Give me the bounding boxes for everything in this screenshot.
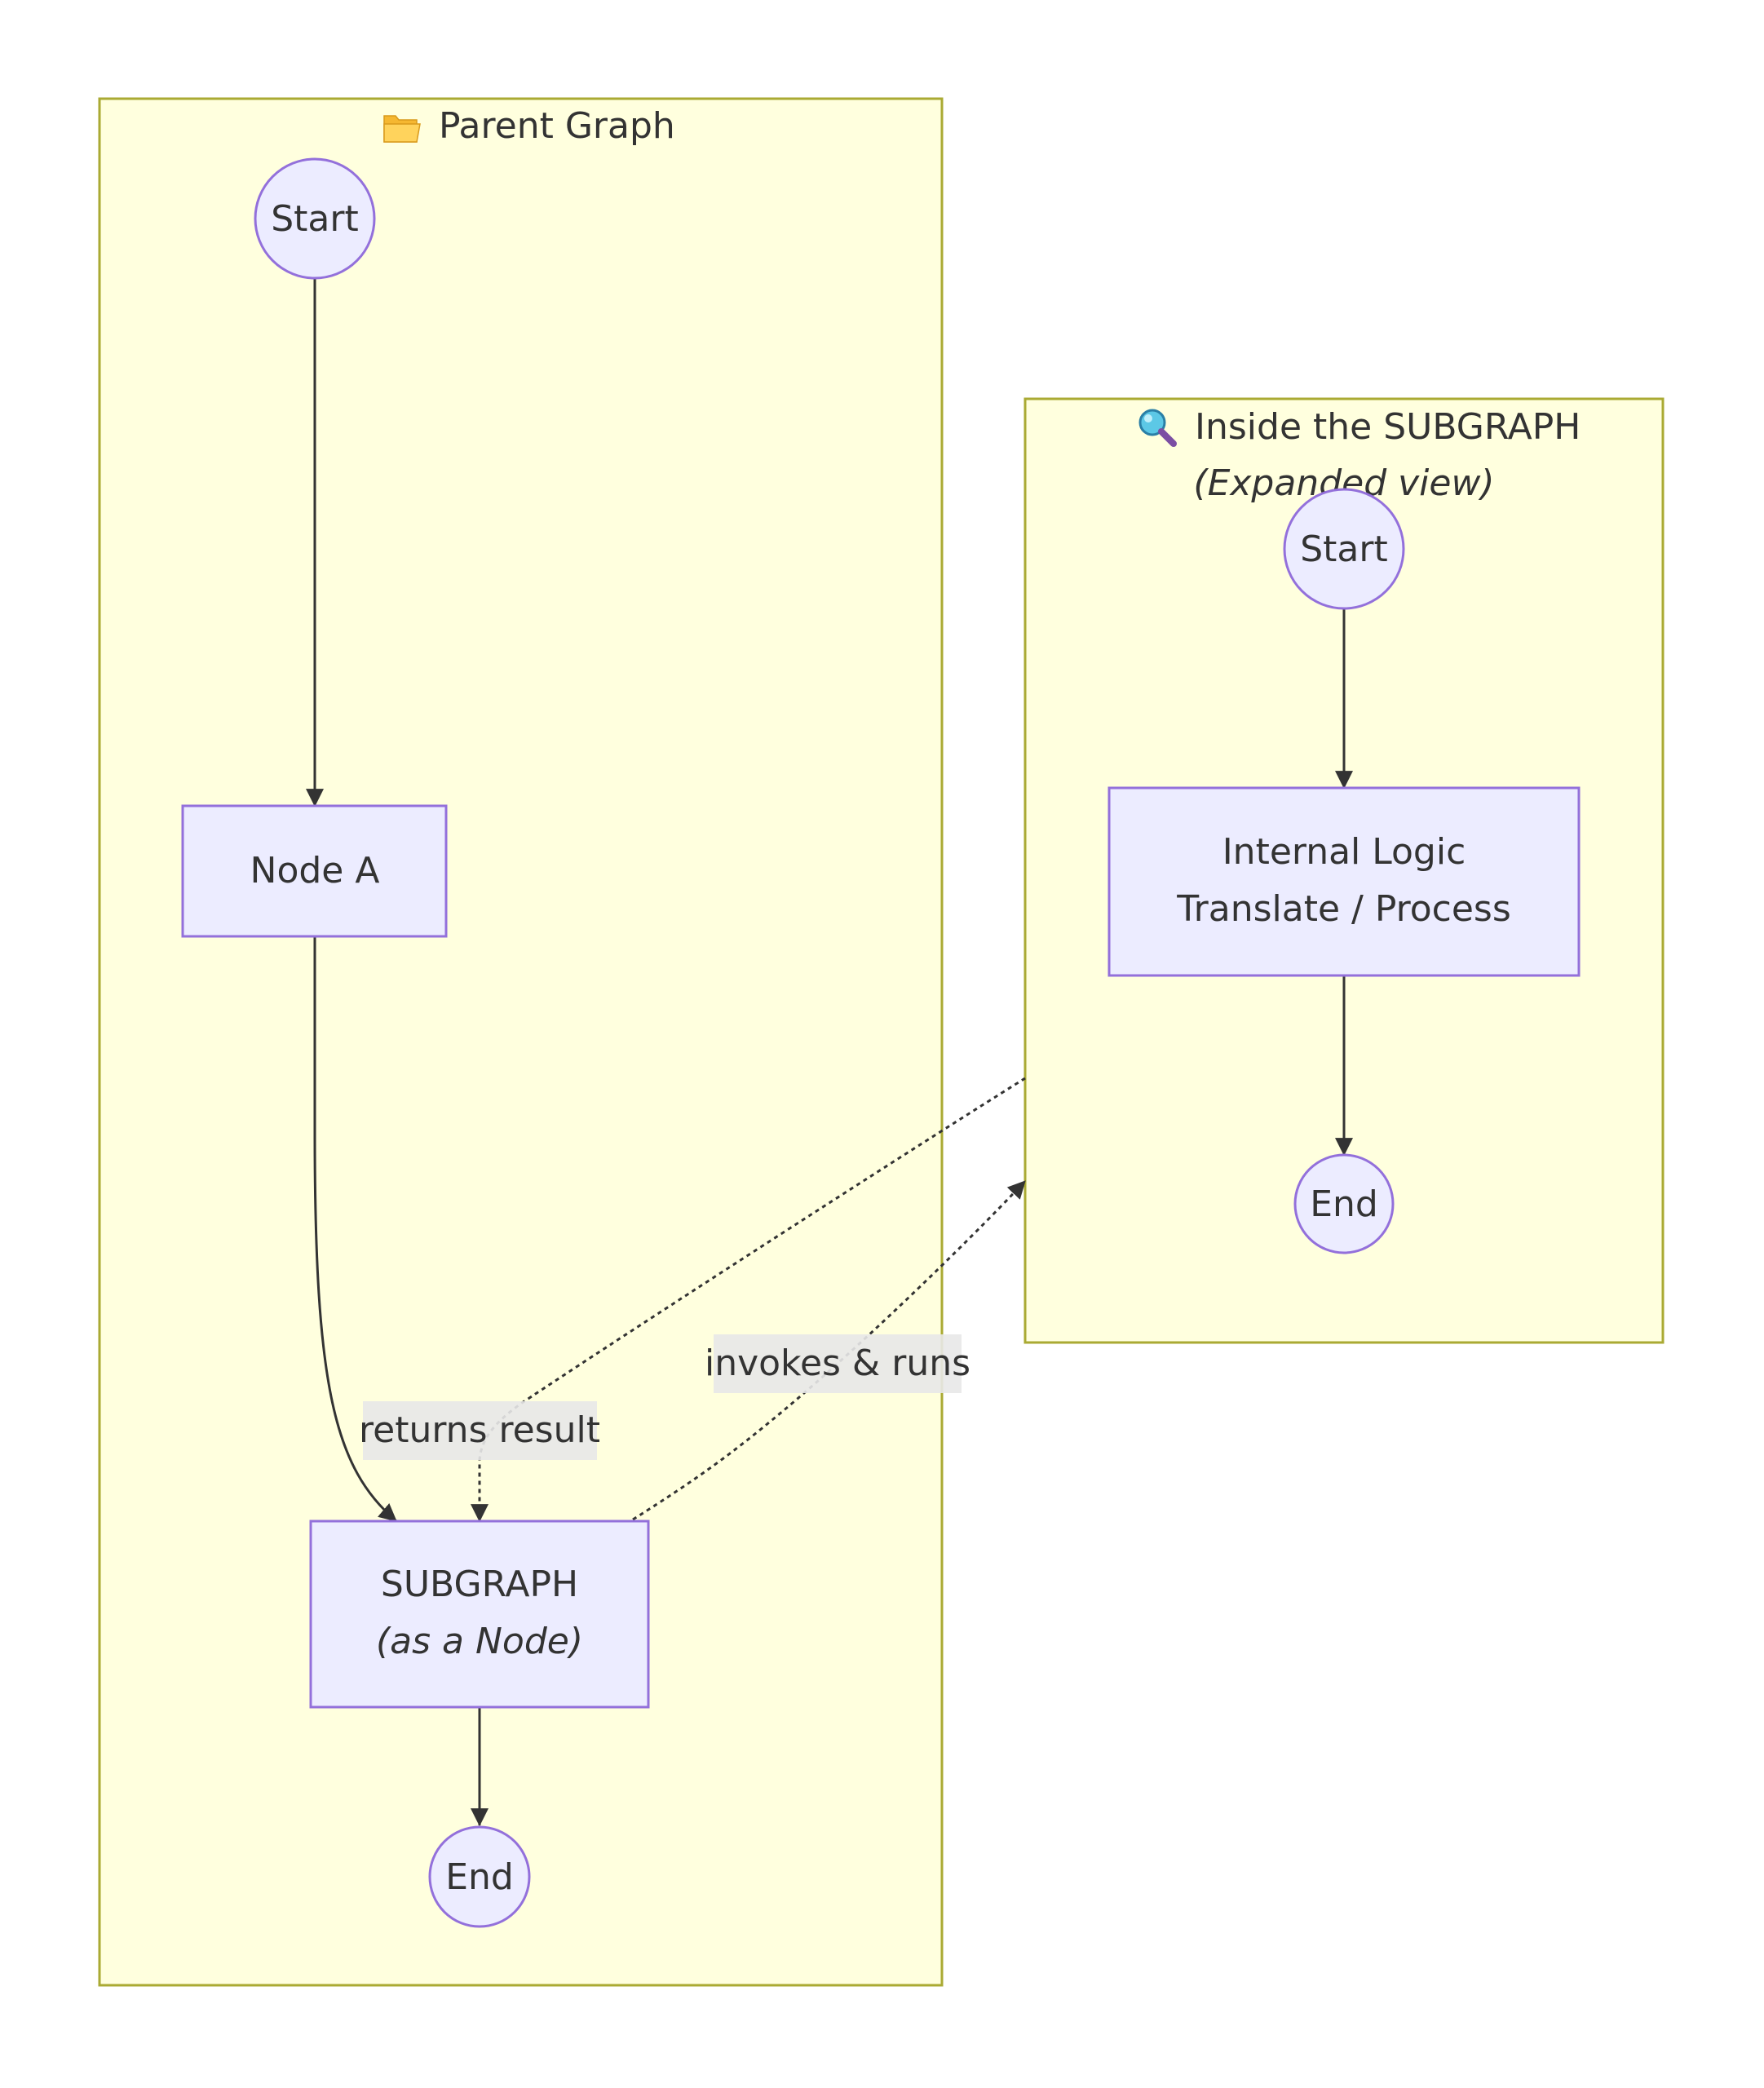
node-internal-logic[interactable]: Internal Logic Translate / Process	[1107, 786, 1581, 977]
node-inner-start[interactable]: Start	[1283, 488, 1405, 610]
node-inner-start-label: Start	[1300, 529, 1388, 570]
node-parent-end[interactable]: End	[428, 1825, 531, 1928]
inside-subgraph-title: Inside the SUBGRAPH	[1195, 406, 1581, 448]
edge-node-a-to-subgraph	[313, 936, 397, 1523]
edge-label-invokes-and-runs-text: invokes & runs	[705, 1343, 970, 1384]
edge-invokes-and-runs	[632, 1179, 1027, 1521]
node-inner-end[interactable]: End	[1293, 1153, 1395, 1254]
node-parent-end-label: End	[445, 1856, 514, 1898]
node-internal-logic-label-line1: Internal Logic	[1222, 831, 1466, 873]
node-internal-logic-label-line2: Translate / Process	[1176, 888, 1511, 930]
edge-label-invokes-and-runs: invokes & runs	[705, 1334, 970, 1393]
edge-label-returns-result: returns result	[359, 1401, 600, 1460]
node-subgraph-label-line2: (as a Node)	[376, 1621, 583, 1662]
node-parent-start-label: Start	[271, 198, 359, 240]
node-subgraph[interactable]: SUBGRAPH (as a Node)	[309, 1520, 650, 1709]
magnifier-icon	[1138, 409, 1177, 447]
node-a[interactable]: Node A	[181, 804, 448, 938]
node-a-label: Node A	[250, 850, 380, 891]
edge-label-returns-result-text: returns result	[359, 1409, 600, 1451]
folder-icon	[383, 115, 421, 143]
node-inner-end-label: End	[1310, 1183, 1378, 1225]
parent-graph-title: Parent Graph	[439, 105, 675, 147]
node-subgraph-label-line1: SUBGRAPH	[381, 1564, 578, 1605]
node-parent-start[interactable]: Start	[254, 157, 376, 280]
